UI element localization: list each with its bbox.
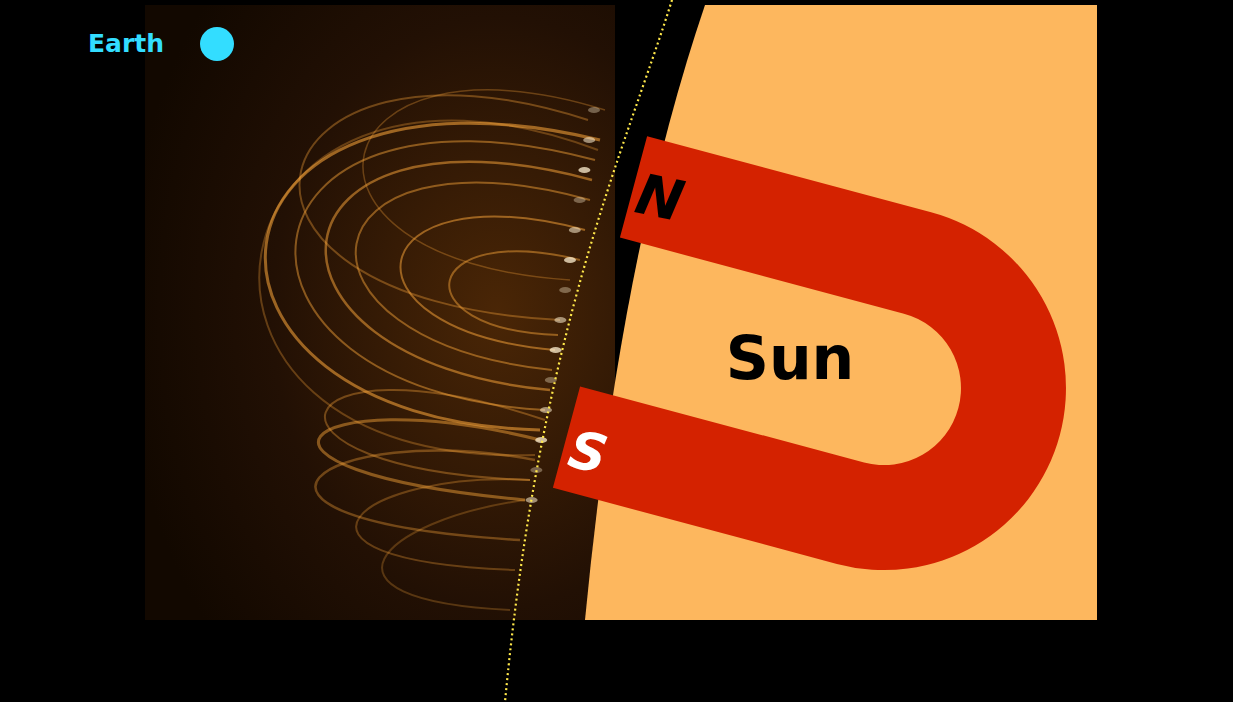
coronal-loop [356,183,590,370]
coronal-loop [325,390,545,480]
coronal-loop [265,123,600,430]
coronal-loop [449,251,580,335]
bright-footpoint [574,197,586,203]
bright-footpoint [550,347,562,353]
bright-footpoint [564,257,576,263]
coronal-loop [382,500,525,610]
coronal-loop [300,95,588,320]
coronal-loop [259,120,598,455]
bright-footpoint [559,287,571,293]
bright-footpoint [526,497,538,503]
coronal-loop [401,217,585,350]
bright-footpoint [530,467,542,473]
bright-footpoint [569,227,581,233]
bright-footpoint [545,377,557,383]
bright-footpoint [578,167,590,173]
earth-dot [197,24,237,64]
coronal-loop [295,141,595,410]
bright-footpoint [554,317,566,323]
sun-label: Sun [726,328,855,388]
bright-footpoint [588,107,600,113]
coronal-loop [326,162,592,390]
bright-footpoint [535,437,547,443]
sun-region: SunNS [580,5,1097,620]
bright-footpoint [583,137,595,143]
earth-label: Earth [88,30,164,58]
coronal-loop [356,479,530,570]
coronal-loop [363,90,605,280]
bright-footpoint [540,407,552,413]
